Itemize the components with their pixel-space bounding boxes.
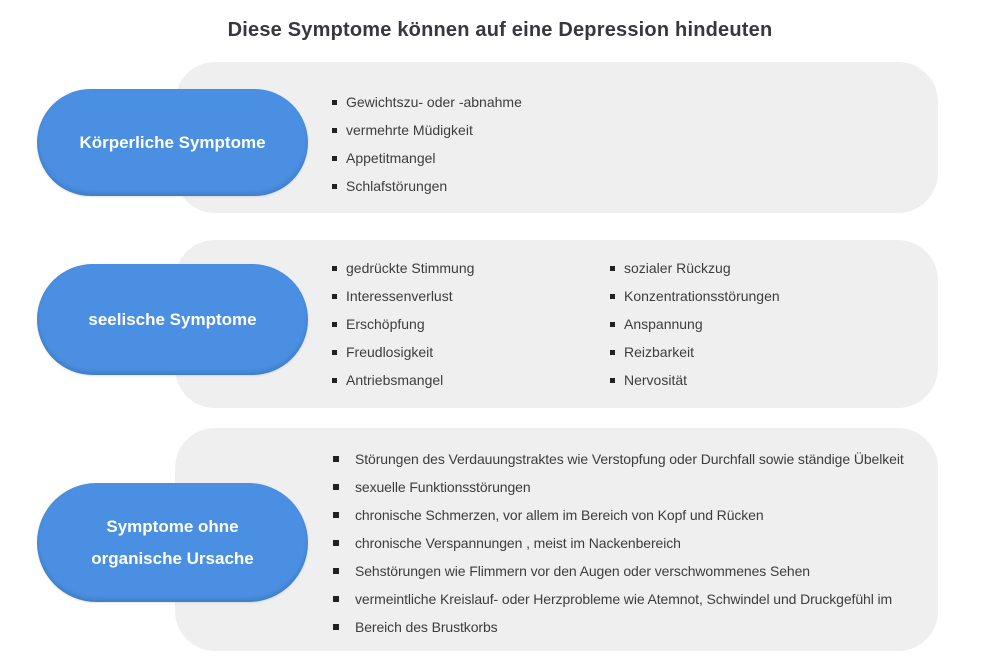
bullet-square-icon [333,484,339,490]
category-pill-label: seelische Symptome [70,304,274,336]
bullet-square-icon [332,377,337,383]
symptom-list-ohne-organische-ursache: Störungen des Verdauungstraktes wie Vers… [333,445,904,641]
bullet-square-icon [332,265,337,271]
list-item: vermehrte Müdigkeit [332,116,522,144]
list-item-label: vermeintliche Kreislauf- oder Herzproble… [355,591,893,607]
list-item-label: Interessenverlust [346,288,453,304]
bullet-square-icon [333,624,339,630]
list-item: Schlafstörungen [332,172,522,200]
list-item-label: Sehstörungen wie Flimmern vor den Augen … [355,563,810,579]
list-item: Interessenverlust [332,282,474,310]
category-pill-label: Symptome ohne organische Ursache [73,511,272,575]
list-item: Erschöpfung [332,310,474,338]
list-item: Appetitmangel [332,144,522,172]
bullet-square-icon [333,596,339,602]
list-item-label: vermehrte Müdigkeit [346,122,473,138]
list-item-label: Gewichtszu- oder -abnahme [346,94,522,110]
list-item-label: Antriebsmangel [346,372,444,388]
list-item: chronische Schmerzen, vor allem im Berei… [333,501,904,529]
bullet-square-icon [332,349,337,355]
list-item: chronische Verspannungen , meist im Nack… [333,529,904,557]
symptom-list-seelische-col1: gedrückte Stimmung Interessenverlust Ers… [332,254,474,394]
list-item: gedrückte Stimmung [332,254,474,282]
list-item: vermeintliche Kreislauf- oder Herzproble… [333,585,904,613]
category-pill-label-line: organische Ursache [91,548,254,568]
bullet-square-icon [333,568,339,574]
category-pill-label-line: seelische Symptome [88,309,257,329]
bullet-square-icon [610,349,615,355]
category-pill-koerperliche-symptome: Körperliche Symptome [37,89,308,196]
page-title: Diese Symptome können auf eine Depressio… [227,19,773,41]
list-item: Freudlosigkeit [332,338,474,366]
bullet-square-icon [332,127,337,133]
category-pill-label-line: Körperliche Symptome [79,132,266,152]
list-item-label: Anspannung [624,316,703,332]
list-item-label: Schlafstörungen [346,178,448,194]
bullet-square-icon [610,293,615,299]
category-pill-label-line: Symptome ohne [106,516,239,536]
list-item-label: Freudlosigkeit [346,344,434,360]
list-item-label: Konzentrationsstörungen [624,288,780,304]
list-item-label: Erschöpfung [346,316,425,332]
list-item-label: sozialer Rückzug [624,260,731,276]
list-item: Konzentrationsstörungen [610,282,780,310]
bullet-square-icon [332,183,337,189]
bullet-square-icon [610,265,615,271]
bullet-square-icon [332,99,337,105]
list-item: Sehstörungen wie Flimmern vor den Augen … [333,557,904,585]
symptom-list-koerperliche: Gewichtszu- oder -abnahme vermehrte Müdi… [332,88,522,200]
list-item-label: Bereich des Brustkorbs [355,619,498,635]
bullet-square-icon [332,155,337,161]
list-item: Reizbarkeit [610,338,780,366]
list-item-label: Reizbarkeit [624,344,695,360]
list-item: Störungen des Verdauungstraktes wie Vers… [333,445,904,473]
list-item: Anspannung [610,310,780,338]
list-item-label: chronische Schmerzen, vor allem im Berei… [355,507,764,523]
list-item-label: chronische Verspannungen , meist im Nack… [355,535,681,551]
list-item: Nervosität [610,366,780,394]
list-item-label: Nervosität [624,372,688,388]
list-item-label: sexuelle Funktionsstörungen [355,479,531,495]
list-item: sozialer Rückzug [610,254,780,282]
bullet-square-icon [332,293,337,299]
bullet-square-icon [610,321,615,327]
bullet-square-icon [333,540,339,546]
bullet-square-icon [610,377,615,383]
symptom-list-seelische-col2: sozialer Rückzug Konzentrationsstörungen… [610,254,780,394]
list-item-label: Appetitmangel [346,150,436,166]
list-item: sexuelle Funktionsstörungen [333,473,904,501]
list-item: Antriebsmangel [332,366,474,394]
category-pill-ohne-organische-ursache: Symptome ohne organische Ursache [37,483,308,602]
list-item-label: Störungen des Verdauungstraktes wie Vers… [355,451,904,467]
bullet-square-icon [333,512,339,518]
list-item: Bereich des Brustkorbs [333,613,904,641]
bullet-square-icon [332,321,337,327]
list-item: Gewichtszu- oder -abnahme [332,88,522,116]
category-pill-seelische-symptome: seelische Symptome [37,264,308,375]
category-pill-label: Körperliche Symptome [61,127,283,159]
list-item-label: gedrückte Stimmung [346,260,475,276]
bullet-square-icon [333,456,339,462]
